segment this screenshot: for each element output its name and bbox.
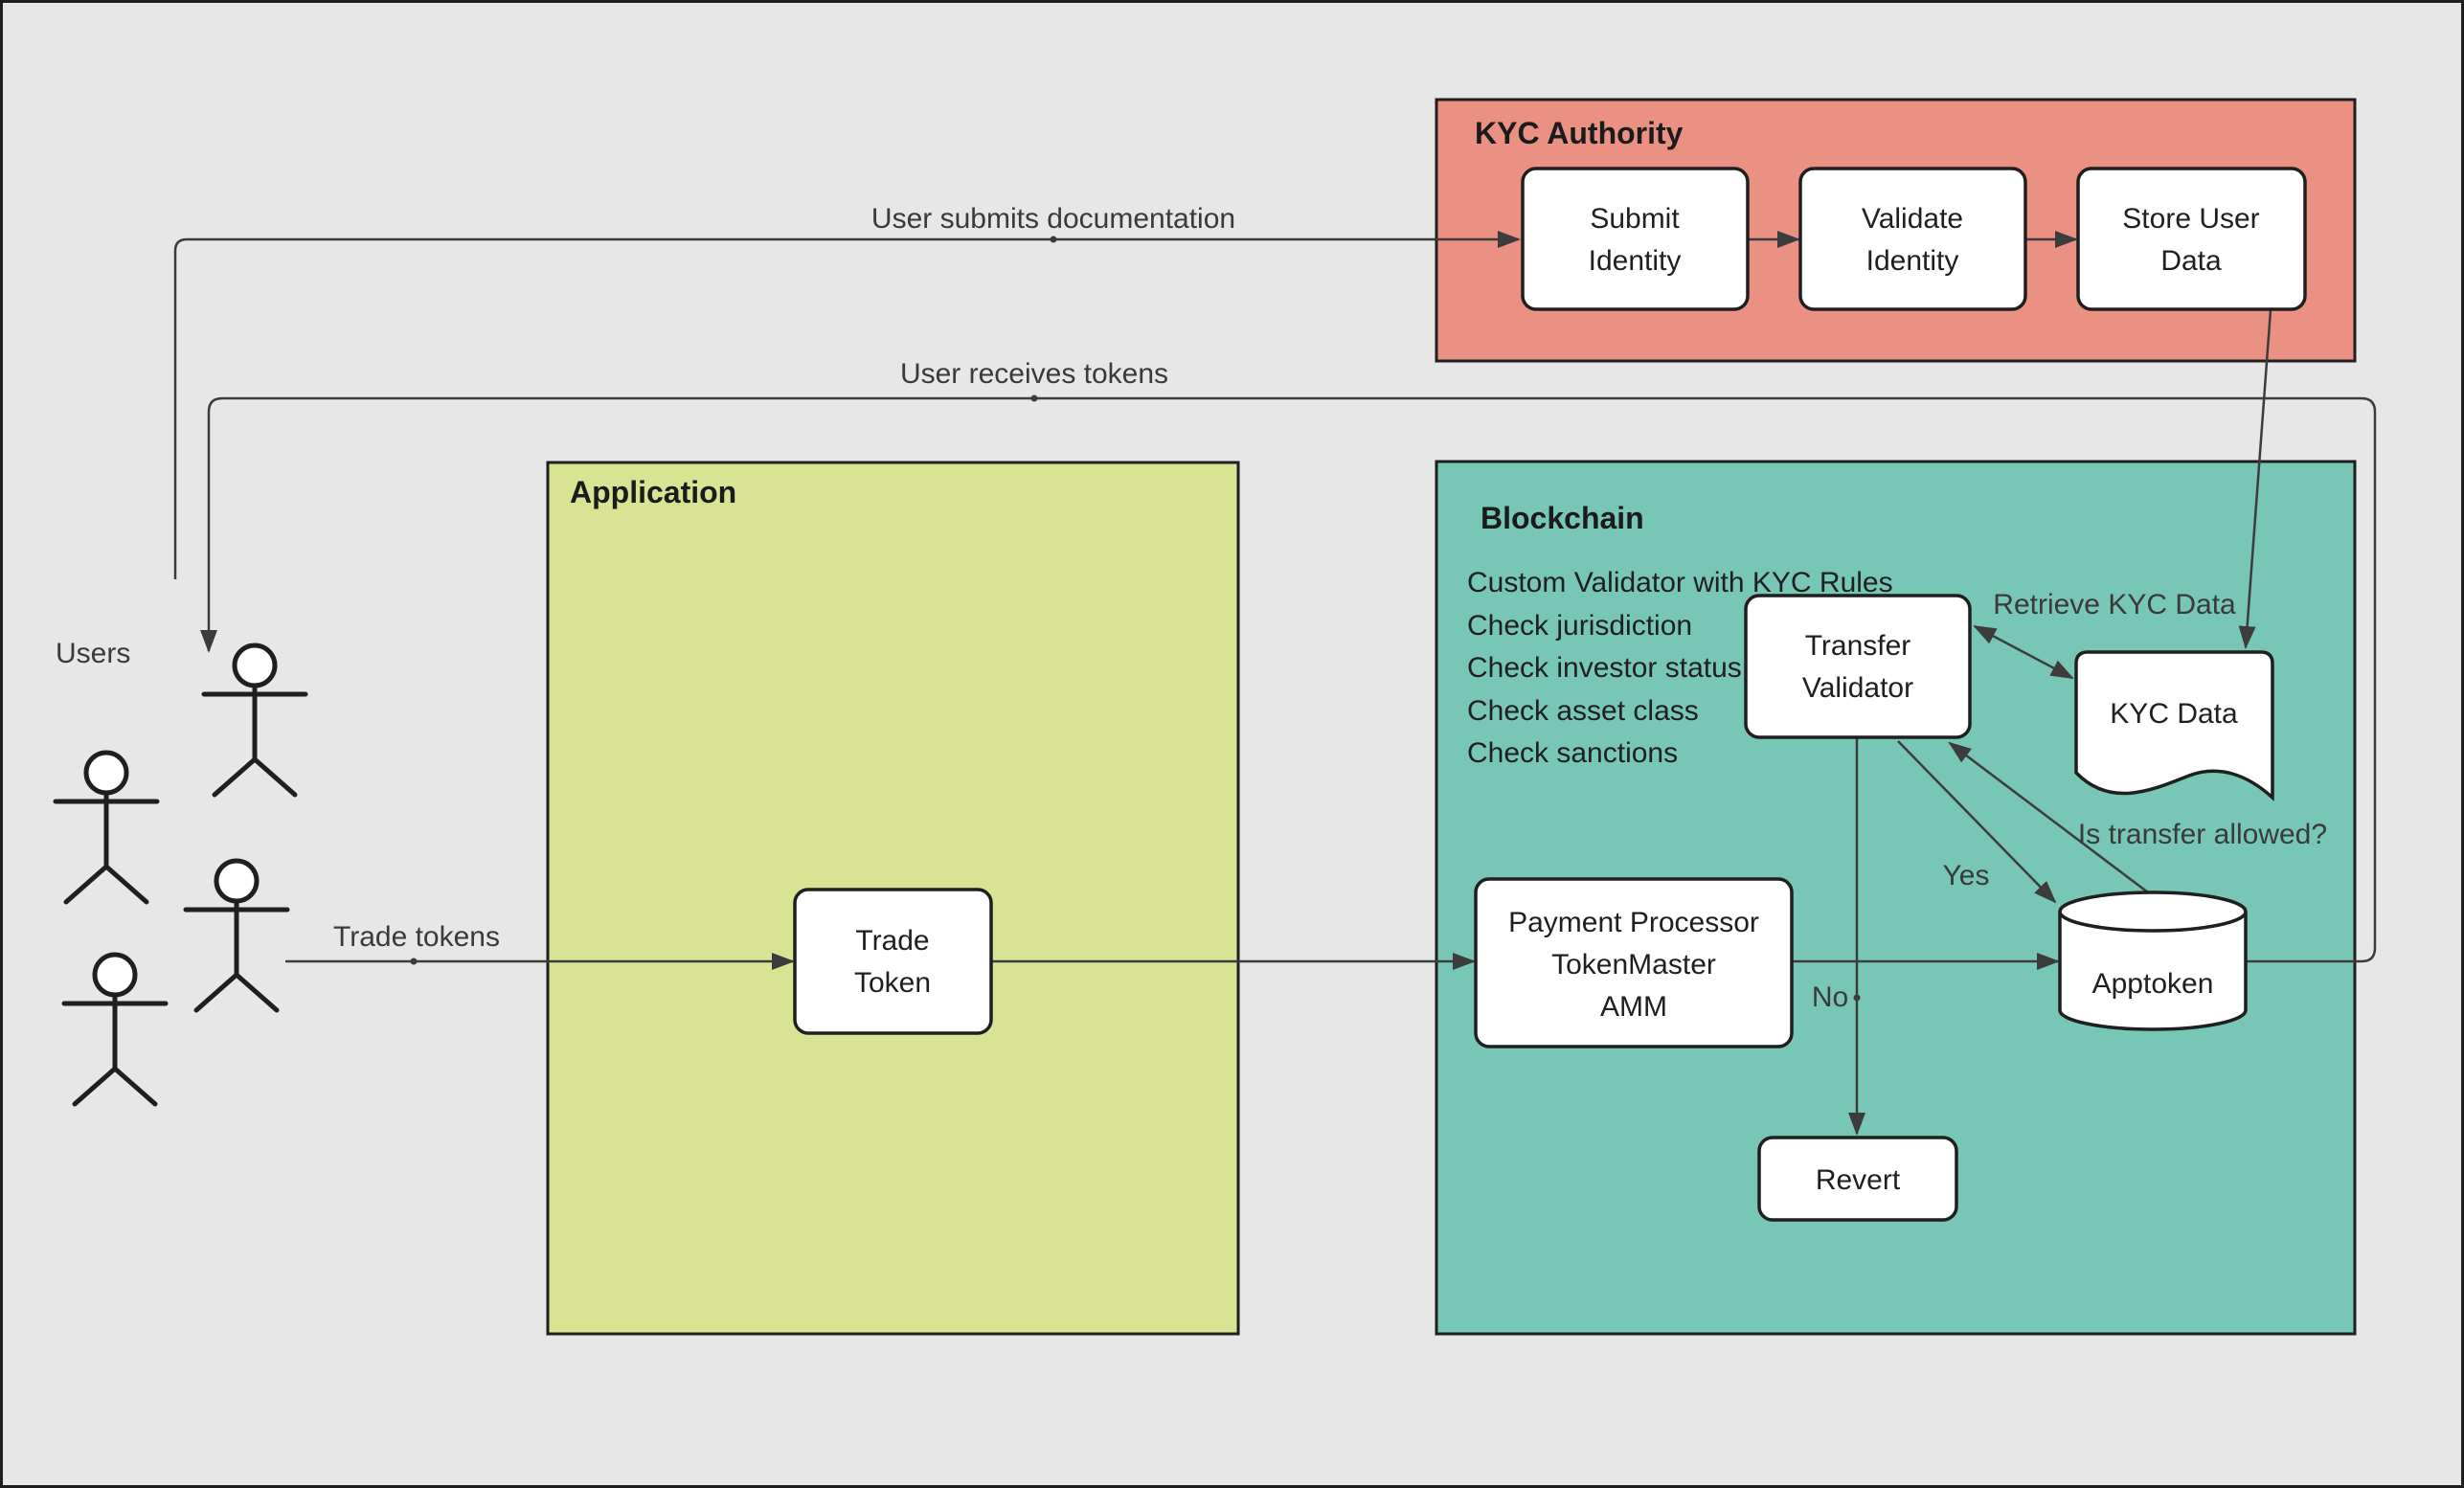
stick-figure-icon <box>201 643 308 798</box>
rule-custom-validator: Custom Validator with KYC Rules <box>1467 567 1893 598</box>
rule-check-sanctions: Check sanctions <box>1467 737 1678 769</box>
edge-retrieve-kyc-data <box>1973 624 2074 680</box>
edge-label-no: No <box>1812 981 1848 1013</box>
edge-label-yes: Yes <box>1943 860 1990 891</box>
figure-head <box>232 643 278 688</box>
store-user-data-box <box>2076 167 2307 311</box>
figure-body <box>201 683 308 798</box>
transfer-validator-node: Transfer Validator <box>1744 594 1972 739</box>
users-label: Users <box>56 638 130 669</box>
validate-identity-label-line1: Validate <box>1862 203 1963 235</box>
validate-identity-box <box>1798 167 2027 311</box>
revert-label: Revert <box>1816 1164 1901 1196</box>
edge-label-anchor-dot <box>1050 236 1057 243</box>
revert-box <box>1757 1136 1958 1222</box>
application-title: Application <box>570 475 736 509</box>
figure-head <box>83 750 129 796</box>
stick-figure-icon <box>61 952 169 1107</box>
revert-node: Revert <box>1757 1136 1958 1222</box>
payment-processor-box <box>1474 877 1794 1048</box>
figure-head <box>92 952 138 998</box>
apptoken-cylinder-top <box>2058 891 2248 933</box>
blockchain-title: Blockchain <box>1481 501 1644 535</box>
transfer-validator-label-line2: Validator <box>1802 672 1913 704</box>
store-user-data-node: Store User Data <box>2076 167 2307 311</box>
edge-label-retrieve-kyc: Retrieve KYC Data <box>1993 589 2236 620</box>
rule-check-asset-class: Check asset class <box>1467 695 1699 727</box>
stick-figure-icon <box>183 858 290 1013</box>
edge-label-user-submits: User submits documentation <box>871 203 1235 235</box>
validate-identity-label-line2: Identity <box>1866 245 1959 277</box>
transfer-validator-box <box>1744 594 1972 739</box>
payment-processor-label-line3: AMM <box>1600 991 1667 1023</box>
store-user-data-label-line2: Data <box>2160 245 2222 277</box>
transfer-validator-label-line1: Transfer <box>1805 630 1911 662</box>
submit-identity-label-line1: Submit <box>1590 203 1680 235</box>
kyc-data-node: KYC Data <box>2074 650 2274 801</box>
payment-processor-node: Payment Processor TokenMaster AMM <box>1474 877 1794 1048</box>
payment-processor-label-line2: TokenMaster <box>1551 949 1716 981</box>
apptoken-node: Apptoken <box>2058 891 2248 1031</box>
trade-token-label-line2: Token <box>854 967 931 999</box>
rule-check-investor-status: Check investor status <box>1467 652 1742 684</box>
trade-token-box <box>793 888 993 1035</box>
figure-body <box>183 898 290 1013</box>
validate-identity-node: Validate Identity <box>1798 167 2027 311</box>
edge-is-transfer-allowed <box>1948 741 2149 893</box>
edge-label-user-receives: User receives tokens <box>900 358 1168 390</box>
figure-body <box>61 992 169 1107</box>
trade-token-label-line1: Trade <box>855 925 929 957</box>
edge-user-receives-tokens <box>200 396 2377 963</box>
edge-store-to-kyc-data <box>2238 309 2272 649</box>
stick-figure-icon <box>53 750 160 905</box>
kyc-data-document-shape <box>2074 650 2274 801</box>
edge-label-anchor-dot <box>1853 994 1861 1002</box>
edge-label-is-transfer-allowed: Is transfer allowed? <box>2078 819 2327 850</box>
kyc-authority-title: KYC Authority <box>1475 116 1684 150</box>
kyc-data-label: KYC Data <box>2110 698 2238 730</box>
edge-user-submits-documentation <box>173 231 1521 579</box>
submit-identity-box <box>1521 167 1750 311</box>
edge-yes-to-apptoken <box>1897 740 2057 904</box>
apptoken-label: Apptoken <box>2092 968 2214 1000</box>
figure-body <box>53 790 160 905</box>
edge-label-anchor-dot <box>410 958 418 965</box>
edge-label-trade-tokens: Trade tokens <box>333 921 500 953</box>
submit-identity-node: Submit Identity <box>1521 167 1750 311</box>
payment-processor-label-line1: Payment Processor <box>1508 907 1759 938</box>
figure-head <box>214 858 260 904</box>
apptoken-cylinder-body <box>2058 912 2248 1031</box>
store-user-data-label-line1: Store User <box>2122 203 2259 235</box>
submit-identity-label-line2: Identity <box>1589 245 1682 277</box>
rule-check-jurisdiction: Check jurisdiction <box>1467 610 1692 642</box>
edge-label-anchor-dot <box>1030 395 1038 402</box>
trade-token-node: Trade Token <box>793 888 993 1035</box>
